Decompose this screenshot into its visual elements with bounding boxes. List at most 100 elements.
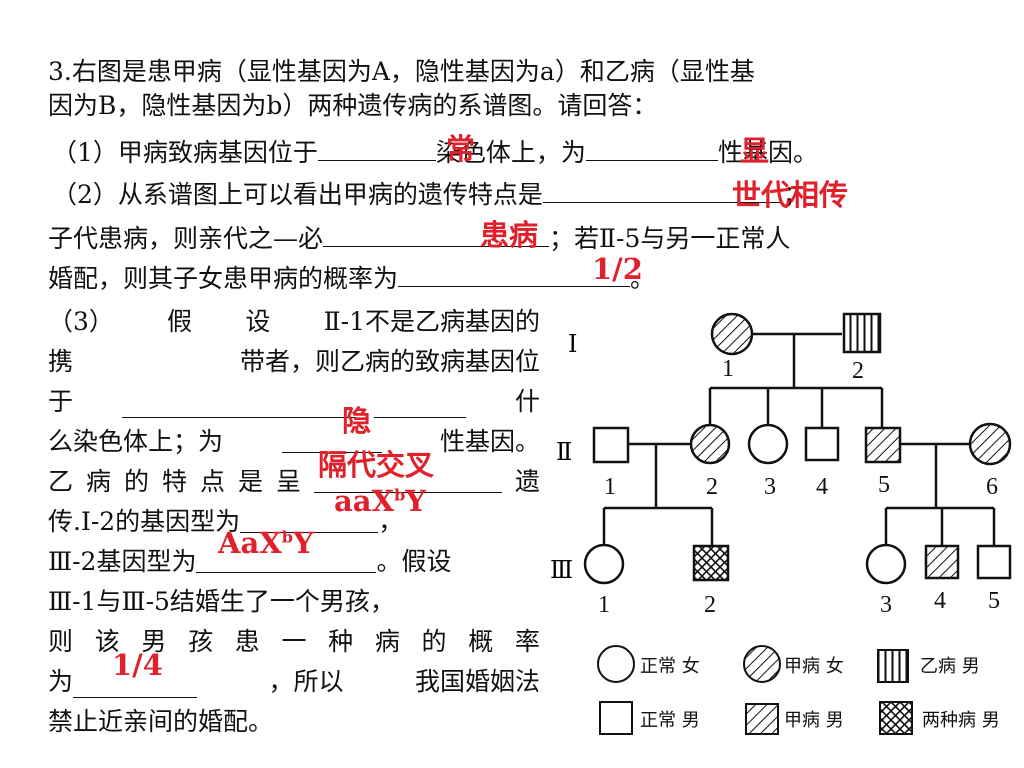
label-II-2: 2 xyxy=(706,474,718,500)
legend-normal-male: 正常 男 xyxy=(640,710,700,731)
label-III-1: 1 xyxy=(598,592,610,618)
q2-text-d: ；若Ⅱ-5与另一正常人 xyxy=(549,224,791,253)
pedigree-numbers: 1 2 1 2 3 4 5 6 1 2 3 4 5 xyxy=(598,356,1000,618)
q3-row-9: 则该男孩患一种病的概率 xyxy=(48,626,540,658)
individual-II-5 xyxy=(864,426,902,464)
q3-text: 设 xyxy=(245,307,271,336)
legend-disease-a-female-icon xyxy=(743,645,781,683)
q3-row-8: Ⅲ-1与Ⅲ-5结婚生了一个男孩， xyxy=(48,586,540,618)
answer-9-end: Y xyxy=(292,526,314,560)
q2-blank-1 xyxy=(542,176,783,203)
label-III-5: 5 xyxy=(988,588,1000,614)
question-1: （1）甲病致病基因位于染色体上，为性基因。 xyxy=(52,134,818,169)
q2-blank-2 xyxy=(323,220,550,247)
answer-4: 患病 xyxy=(480,218,539,252)
q3-text: 禁止近亲间的婚配。 xyxy=(48,707,274,736)
q3-text: 点 xyxy=(200,467,226,496)
q3-row-2: 携 带者，则乙病的致病基因位 xyxy=(48,346,540,378)
q2-text-e: 婚配，则其子女患甲病的概率为 xyxy=(48,264,399,293)
legend-labels: 正常 女 甲病 女 乙病 男 正常 男 甲病 男 两种病 男 xyxy=(640,656,1000,731)
answer-8-end: Y xyxy=(405,484,426,518)
q3-text: 病 xyxy=(86,467,112,496)
individual-II-1 xyxy=(592,426,630,464)
answer-6: 隐 xyxy=(342,404,372,438)
q3-blank-1 xyxy=(122,391,356,418)
q3-text: 概 xyxy=(468,627,494,656)
answer-3: 世代相传 xyxy=(732,178,849,212)
label-III-4: 4 xyxy=(934,588,946,614)
answer-8-sup: b xyxy=(394,485,406,505)
individual-II-3 xyxy=(747,423,789,465)
q3-text: 病 xyxy=(374,627,400,656)
legend-disease-a-female: 甲病 女 xyxy=(784,656,844,677)
q3-text: Ⅲ-2基因型为 xyxy=(48,547,197,576)
label-II-6: 6 xyxy=(986,474,998,500)
q3-text: 携 xyxy=(48,347,74,376)
legend-disease-b-male: 乙病 男 xyxy=(920,656,980,677)
gen-label-2: Ⅱ xyxy=(556,440,572,466)
legend-both-male: 两种病 男 xyxy=(922,710,1000,731)
q3-text: 的 xyxy=(421,627,447,656)
legend-normal-male-icon xyxy=(599,701,633,735)
q3-text: ， xyxy=(378,507,404,536)
q3-text: 孩 xyxy=(188,627,214,656)
label-II-3: 3 xyxy=(764,474,776,500)
answer-8-main: aaX xyxy=(334,484,395,518)
q3-text: 该 xyxy=(94,627,120,656)
q3-text: Ⅱ-1不是乙病基因的 xyxy=(323,307,540,336)
q3-text: 为 xyxy=(48,667,74,696)
q3-row-4: 么染色体上；为性基因。 xyxy=(48,426,540,458)
legend-normal-female: 正常 女 xyxy=(640,656,700,677)
individual-II-6 xyxy=(968,422,1012,466)
legend-disease-b-male-icon xyxy=(877,649,909,683)
q3-text: 一 xyxy=(281,627,307,656)
q3-blank-4 xyxy=(314,466,502,493)
answer-9-sup: b xyxy=(281,527,293,547)
q3-text: 乙 xyxy=(48,467,74,496)
label-II-5: 5 xyxy=(878,472,890,498)
q2-text-f: 。 xyxy=(630,264,656,293)
label-II-1: 1 xyxy=(604,474,616,500)
gen-label-1: Ⅰ xyxy=(568,332,577,358)
q3-text: 是 xyxy=(238,467,264,496)
question-2-line-3: 婚配，则其子女患甲病的概率为 。 xyxy=(48,260,655,295)
answer-9-main: AaX xyxy=(218,526,282,560)
q3-blank-3 xyxy=(281,426,382,453)
q3-text: 则 xyxy=(48,627,74,656)
q3-blank-wrap: 为 xyxy=(48,666,198,698)
pedigree-lines xyxy=(602,332,996,546)
answer-10: 1/4 xyxy=(112,648,163,682)
q3-blank-2 xyxy=(374,391,466,418)
q2-text-b: ； xyxy=(782,180,808,209)
q3-text: 男 xyxy=(141,627,167,656)
q3-text: 假 xyxy=(167,307,193,336)
q3-text: 率 xyxy=(514,627,540,656)
gen-label-3: Ⅲ xyxy=(550,558,573,584)
q1-text-c: 性基因。 xyxy=(717,138,818,167)
answer-8: aaXbY xyxy=(334,484,426,518)
question-2-line-2: 子代患病，则亲代之—必；若Ⅱ-5与另一正常人 xyxy=(48,220,790,255)
individual-II-2 xyxy=(689,423,731,465)
individual-III-4 xyxy=(924,544,960,580)
q1-text-b: 染色体上，为 xyxy=(435,138,586,167)
pedigree-individuals xyxy=(583,312,1012,585)
q3-text: Ⅲ-1与Ⅲ-5结婚生了一个男孩， xyxy=(48,587,395,616)
q1-blank-2 xyxy=(585,134,718,161)
legend-normal-female-icon xyxy=(597,645,635,683)
q3-text: 性基因。 xyxy=(439,427,540,456)
q3-text: 什 xyxy=(514,387,540,416)
question-line-2: 因为B，隐性基因为b）两种遗传病的系谱图。请回答： xyxy=(48,91,658,120)
q3-text: 带者，则乙病的致病基因位 xyxy=(239,347,540,376)
q3-text: 患 xyxy=(234,627,260,656)
q3-row-6: 传.Ⅰ-2的基因型为， xyxy=(48,506,540,538)
q3-text: 种 xyxy=(328,627,354,656)
legend-both-male-icon xyxy=(879,701,913,735)
individual-I-2 xyxy=(842,312,882,354)
answer-5: 1/2 xyxy=(592,252,643,286)
label-II-4: 4 xyxy=(816,474,828,500)
individual-III-2 xyxy=(692,544,730,582)
individual-III-3 xyxy=(865,543,907,585)
